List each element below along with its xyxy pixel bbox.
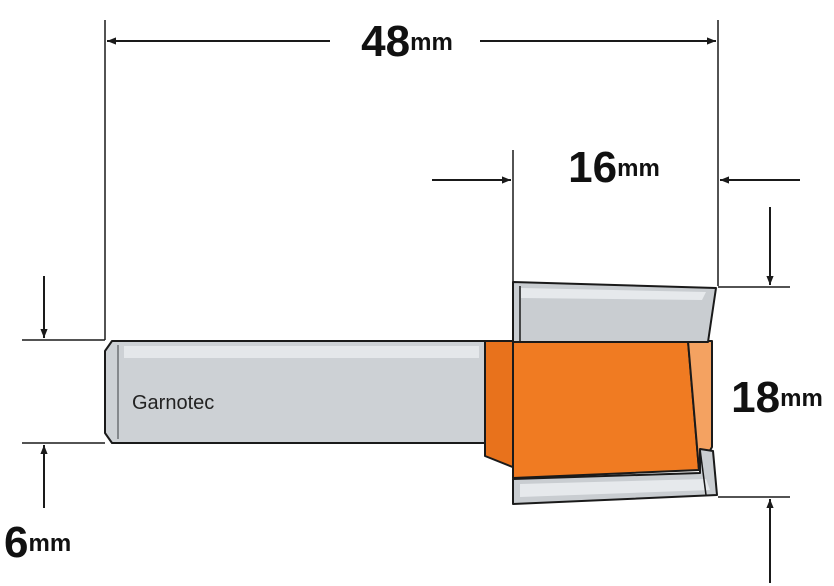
shank [104,340,486,444]
cutting-diameter-value: 18 [731,373,780,422]
shank-diameter-dimension: 6mm [4,276,71,567]
shank-diameter-value: 6 [4,518,28,567]
svg-text:16mm: 16mm [568,143,660,192]
cutting-length-unit: mm [617,155,660,182]
svg-text:18mm: 18mm [731,373,823,422]
bottom-blade [512,448,718,505]
cutting-length-value: 16 [568,143,617,192]
top-blade [512,281,717,343]
svg-text:48mm: 48mm [361,17,453,66]
overall-length-value: 48 [361,17,410,66]
extension-lines [22,20,790,498]
overall-length-dimension: 48mm [107,17,716,66]
cutting-diameter-unit: mm [780,385,823,412]
overall-length-unit: mm [410,29,453,56]
shank-diameter-unit: mm [28,530,71,557]
cutting-diameter-dimension: 18mm [731,207,823,583]
svg-text:6mm: 6mm [4,518,71,567]
cutting-length-dimension: 16mm [432,143,800,192]
brand-label: Garnotec [132,392,214,414]
cutter-body [484,340,713,479]
